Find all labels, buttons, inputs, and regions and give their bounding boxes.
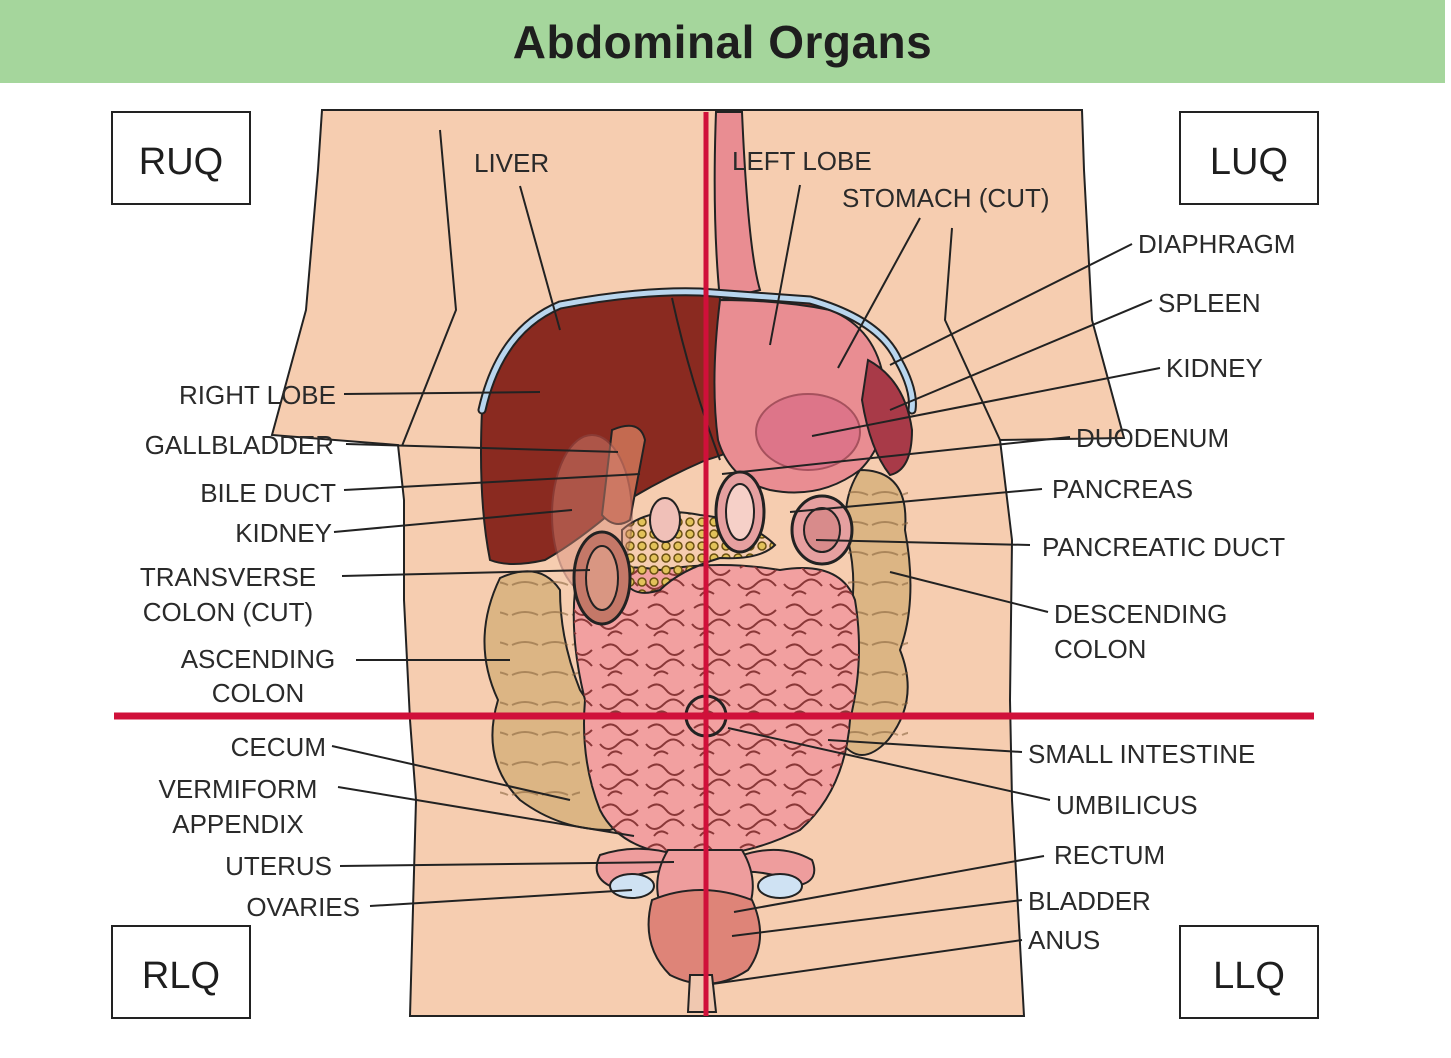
label-umbilicus: UMBILICUS bbox=[1056, 790, 1198, 820]
leader-gallbladder bbox=[345, 443, 619, 453]
duodenum-lumen bbox=[725, 483, 755, 541]
spleen-shape bbox=[860, 358, 914, 477]
left-ovary bbox=[757, 873, 803, 899]
bile-duct-cut bbox=[649, 497, 681, 543]
leader-small-intestine bbox=[827, 739, 1023, 753]
label-stomach-cut: STOMACH (CUT) bbox=[842, 183, 1050, 213]
label-right-lobe: RIGHT LOBE bbox=[179, 380, 336, 410]
right-ovary bbox=[609, 873, 655, 899]
label-kidney-right: KIDNEY bbox=[235, 518, 332, 548]
label-transverse-colon-line1: TRANSVERSE bbox=[140, 562, 316, 592]
leader-spleen bbox=[889, 299, 1153, 411]
label-bile-duct: BILE DUCT bbox=[200, 478, 336, 508]
quadrant-box-rlq: RLQ bbox=[111, 925, 251, 1019]
liver-lobe-divider bbox=[671, 297, 721, 461]
leader-lines bbox=[331, 184, 1161, 985]
label-transverse-colon-line2: COLON (CUT) bbox=[143, 597, 313, 627]
left-kidney-shape bbox=[755, 393, 861, 471]
label-ovaries: OVARIES bbox=[246, 892, 360, 922]
labels: LIVER LEFT LOBE STOMACH (CUT) DIAPHRAGM … bbox=[140, 146, 1296, 955]
leader-bladder bbox=[731, 899, 1023, 937]
quadrant-box-llq: LLQ bbox=[1179, 925, 1319, 1019]
label-pancreas: PANCREAS bbox=[1052, 474, 1193, 504]
leader-pancreatic-duct bbox=[815, 539, 1031, 546]
label-anus: ANUS bbox=[1028, 925, 1100, 955]
leader-kidney-left bbox=[811, 367, 1161, 437]
leader-transverse-colon bbox=[341, 569, 591, 577]
title-banner: Abdominal Organs bbox=[0, 0, 1445, 83]
label-bladder: BLADDER bbox=[1028, 886, 1151, 916]
quadrant-label-luq: LUQ bbox=[1210, 141, 1288, 183]
label-uterus: UTERUS bbox=[225, 851, 332, 881]
pancreatic-duct-lumen bbox=[803, 507, 841, 553]
quadrant-label-llq: LLQ bbox=[1213, 955, 1285, 997]
leader-liver bbox=[519, 185, 561, 331]
leader-diaphragm bbox=[889, 243, 1133, 366]
label-gallbladder: GALLBLADDER bbox=[145, 430, 334, 460]
leader-stomach bbox=[837, 217, 921, 369]
label-kidney-left: KIDNEY bbox=[1166, 353, 1263, 383]
label-liver: LIVER bbox=[474, 148, 549, 178]
leader-kidney-right bbox=[333, 509, 573, 533]
label-ascending-colon-line2: COLON bbox=[212, 678, 304, 708]
leader-pancreas bbox=[789, 488, 1043, 513]
label-descending-colon-line1: DESCENDING bbox=[1054, 599, 1227, 629]
label-diaphragm: DIAPHRAGM bbox=[1138, 229, 1295, 259]
leader-ovaries bbox=[369, 889, 633, 907]
quadrant-box-luq: LUQ bbox=[1179, 111, 1319, 205]
label-appendix-line1: VERMIFORM bbox=[159, 774, 318, 804]
label-appendix-line2: APPENDIX bbox=[172, 809, 304, 839]
label-spleen: SPLEEN bbox=[1158, 288, 1261, 318]
small-intestine bbox=[572, 564, 860, 857]
leader-descending-colon bbox=[889, 571, 1049, 613]
quadrant-label-rlq: RLQ bbox=[142, 955, 220, 997]
leader-umbilicus bbox=[727, 727, 1051, 801]
label-pancreatic-duct: PANCREATIC DUCT bbox=[1042, 532, 1285, 562]
small-intestine-texture bbox=[573, 565, 859, 856]
label-descending-colon-line2: COLON bbox=[1054, 634, 1146, 664]
descending-colon-texture bbox=[848, 480, 908, 740]
left-arm-line bbox=[943, 227, 1001, 441]
leader-rectum bbox=[733, 855, 1045, 913]
label-rectum: RECTUM bbox=[1054, 840, 1165, 870]
leader-duodenum bbox=[721, 436, 1071, 475]
label-left-lobe: LEFT LOBE bbox=[732, 146, 872, 176]
anus-canal bbox=[686, 974, 718, 1013]
diagram-title: Abdominal Organs bbox=[512, 15, 933, 68]
label-ascending-colon-line1: ASCENDING bbox=[181, 644, 336, 674]
leader-left-lobe bbox=[769, 184, 801, 346]
diaphragm-shape bbox=[479, 289, 915, 413]
right-arm-line bbox=[401, 129, 458, 447]
label-duodenum: DUODENUM bbox=[1076, 423, 1229, 453]
leader-bile-duct bbox=[343, 473, 641, 491]
quadrant-label-ruq: RUQ bbox=[139, 141, 223, 183]
label-small-intestine: SMALL INTESTINE bbox=[1028, 739, 1255, 769]
leader-appendix bbox=[337, 786, 635, 837]
leader-uterus bbox=[339, 861, 675, 867]
leader-anus bbox=[711, 939, 1023, 985]
esophagus bbox=[713, 111, 762, 302]
ascending-colon-texture bbox=[500, 580, 580, 820]
leader-right-lobe bbox=[343, 391, 541, 395]
label-cecum: CECUM bbox=[231, 732, 326, 762]
quadrant-box-ruq: RUQ bbox=[111, 111, 251, 205]
transverse-colon-lumen bbox=[585, 545, 619, 611]
leader-cecum bbox=[331, 745, 571, 801]
